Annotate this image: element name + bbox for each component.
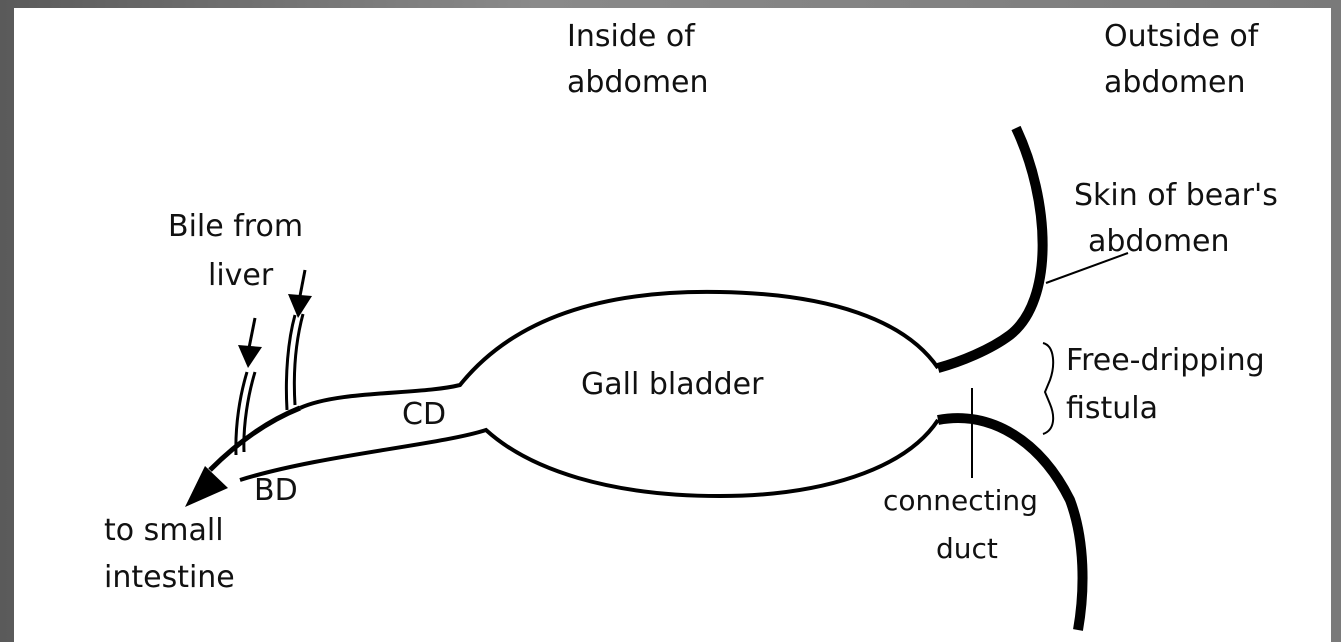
skin-pointer-line [1045, 252, 1129, 284]
small-intestine-label-line1: to small [104, 513, 224, 548]
outside-abdomen-label-line2: abdomen [1104, 65, 1246, 100]
fistula-brace [1042, 342, 1055, 435]
bile-duct-right [284, 313, 305, 411]
skin-label-line1: Skin of bear's [1074, 178, 1278, 213]
bile-duct-label: BD [254, 473, 298, 508]
outside-abdomen-label-line1: Outside of [1104, 19, 1260, 54]
connecting-duct-label-line2: duct [936, 532, 998, 565]
bile-arrow-left-line [247, 317, 257, 349]
gall-bladder-outline [239, 289, 940, 499]
bile-from-liver-label-line2: liver [208, 258, 274, 293]
skin-label-line2: abdomen [1088, 224, 1230, 259]
fistula-label-line1: Free-dripping [1066, 343, 1265, 378]
bile-arrow-right-line [298, 269, 307, 297]
small-intestine-label-line2: intestine [104, 560, 235, 595]
diagram-panel: Inside of abdomen Outside of abdomen Bil… [14, 8, 1331, 642]
gall-bladder-label: Gall bladder [581, 367, 764, 402]
bile-from-liver-label-line1: Bile from [168, 209, 303, 244]
duct-lower-line [208, 405, 301, 472]
bile-arrow-right-head [288, 294, 312, 318]
cystic-duct-label: CD [402, 397, 446, 432]
skin-upper [936, 125, 1048, 373]
inside-abdomen-label-line2: abdomen [567, 65, 709, 100]
gall-bladder-fistula-diagram: Inside of abdomen Outside of abdomen Bil… [104, 19, 1278, 631]
small-intestine-arrow-head [185, 466, 228, 507]
connecting-duct-label-line1: connecting [883, 484, 1038, 517]
skin-lower [937, 413, 1088, 631]
bile-arrow-left-head [238, 345, 262, 368]
fistula-label-line2: fistula [1066, 391, 1158, 426]
inside-abdomen-label-line1: Inside of [567, 19, 696, 54]
